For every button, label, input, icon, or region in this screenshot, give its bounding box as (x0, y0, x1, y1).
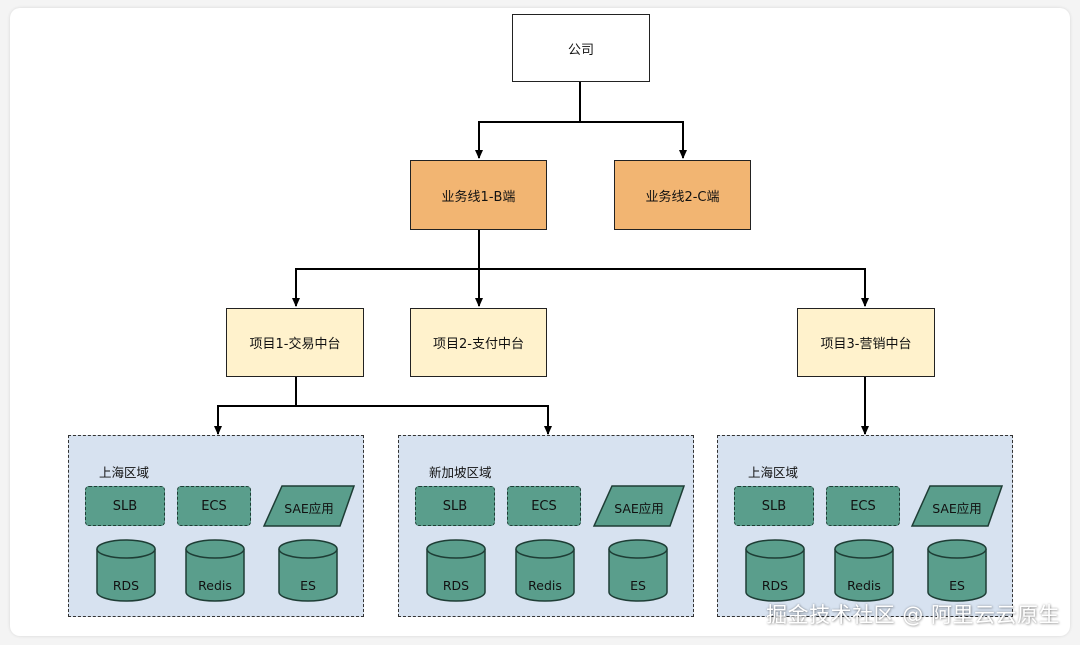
company-node: 公司 (512, 14, 650, 82)
rds-cylinder-3 (745, 539, 805, 602)
ecs-label-1: ECS (201, 498, 227, 514)
business-line-2-label: 业务线2-C端 (645, 189, 720, 205)
region-1-label: 上海区域 (99, 465, 150, 480)
project-3-label: 项目3-营销中台 (820, 337, 912, 352)
sae-app-shape-3 (910, 485, 1004, 527)
sae-app-shape-2 (592, 485, 686, 527)
es-label-3: ES (949, 578, 965, 593)
business-line-1-node: 业务线1-B端 (410, 160, 547, 230)
project-3-node: 项目3-营销中台 (797, 308, 935, 377)
project-2-label: 项目2-支付中台 (433, 337, 524, 352)
region-2-label: 新加坡区域 (429, 465, 492, 480)
sae-label-3: SAE应用 (932, 501, 982, 516)
edge-project1-region1 (214, 377, 297, 435)
edge-company-bizline2 (580, 121, 687, 159)
slb-box-1: SLB (85, 486, 165, 526)
es-cylinder-2 (608, 539, 668, 602)
es-label-2: ES (630, 578, 646, 593)
edge-bizline1-project3 (479, 268, 869, 307)
project-2-node: 项目2-支付中台 (410, 308, 547, 377)
ecs-box-1: ECS (177, 486, 251, 526)
edge-project1-region2 (296, 405, 552, 435)
ecs-label-3: ECS (850, 498, 876, 514)
ecs-box-3: ECS (826, 486, 900, 526)
es-label-1: ES (300, 578, 316, 593)
region-3-label: 上海区域 (748, 465, 799, 480)
rds-cylinder-2 (426, 539, 486, 602)
redis-label-1: Redis (198, 578, 232, 593)
business-line-2-node: 业务线2-C端 (614, 160, 751, 230)
sae-label-1: SAE应用 (284, 501, 334, 516)
project-1-node: 项目1-交易中台 (226, 308, 364, 377)
slb-label-3: SLB (761, 498, 787, 514)
redis-cylinder-2 (515, 539, 575, 602)
redis-cylinder-3 (834, 539, 894, 602)
business-line-1-label: 业务线1-B端 (441, 189, 516, 205)
edge-bizline1-project1 (292, 268, 479, 307)
slb-label-1: SLB (112, 498, 138, 514)
project-1-label: 项目1-交易中台 (249, 337, 341, 352)
es-cylinder-3 (927, 539, 987, 602)
watermark-text: 掘金技术社区 @ 阿里云云原生 (766, 603, 1060, 627)
redis-cylinder-1 (185, 539, 245, 602)
slb-box-2: SLB (415, 486, 495, 526)
ecs-box-2: ECS (507, 486, 581, 526)
es-cylinder-1 (278, 539, 338, 602)
redis-label-3: Redis (847, 578, 881, 593)
rds-label-2: RDS (442, 578, 470, 593)
redis-label-2: Redis (528, 578, 562, 593)
slb-label-2: SLB (442, 498, 468, 514)
ecs-label-2: ECS (531, 498, 557, 514)
rds-label-3: RDS (761, 578, 789, 593)
rds-label-1: RDS (112, 578, 140, 593)
rds-cylinder-1 (96, 539, 156, 602)
edge-company-bizline1 (475, 82, 581, 159)
sae-label-2: SAE应用 (614, 501, 664, 516)
slb-box-3: SLB (734, 486, 814, 526)
company-label: 公司 (567, 42, 594, 58)
sae-app-shape-1 (262, 485, 356, 527)
